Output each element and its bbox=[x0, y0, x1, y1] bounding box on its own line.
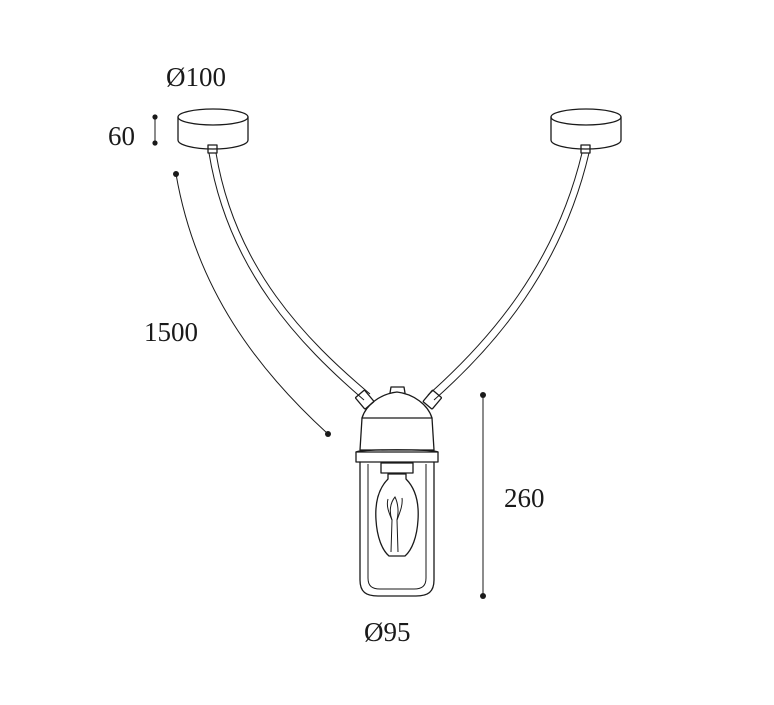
lamp-diameter-label: Ø95 bbox=[364, 617, 411, 647]
right-canopy bbox=[550, 108, 622, 154]
canopy-diameter-label: Ø100 bbox=[166, 62, 226, 92]
canopy-height-label: 60 bbox=[108, 121, 135, 151]
dim-canopy-height bbox=[152, 114, 158, 146]
left-cable bbox=[208, 152, 371, 401]
dim-cable-length bbox=[173, 171, 331, 437]
dim-lamp-height bbox=[480, 392, 486, 599]
lamp-body bbox=[355, 386, 442, 597]
lamp-height-label: 260 bbox=[504, 483, 545, 513]
right-cable bbox=[427, 152, 590, 401]
cable-length-label: 1500 bbox=[144, 317, 198, 347]
left-canopy bbox=[177, 108, 249, 154]
